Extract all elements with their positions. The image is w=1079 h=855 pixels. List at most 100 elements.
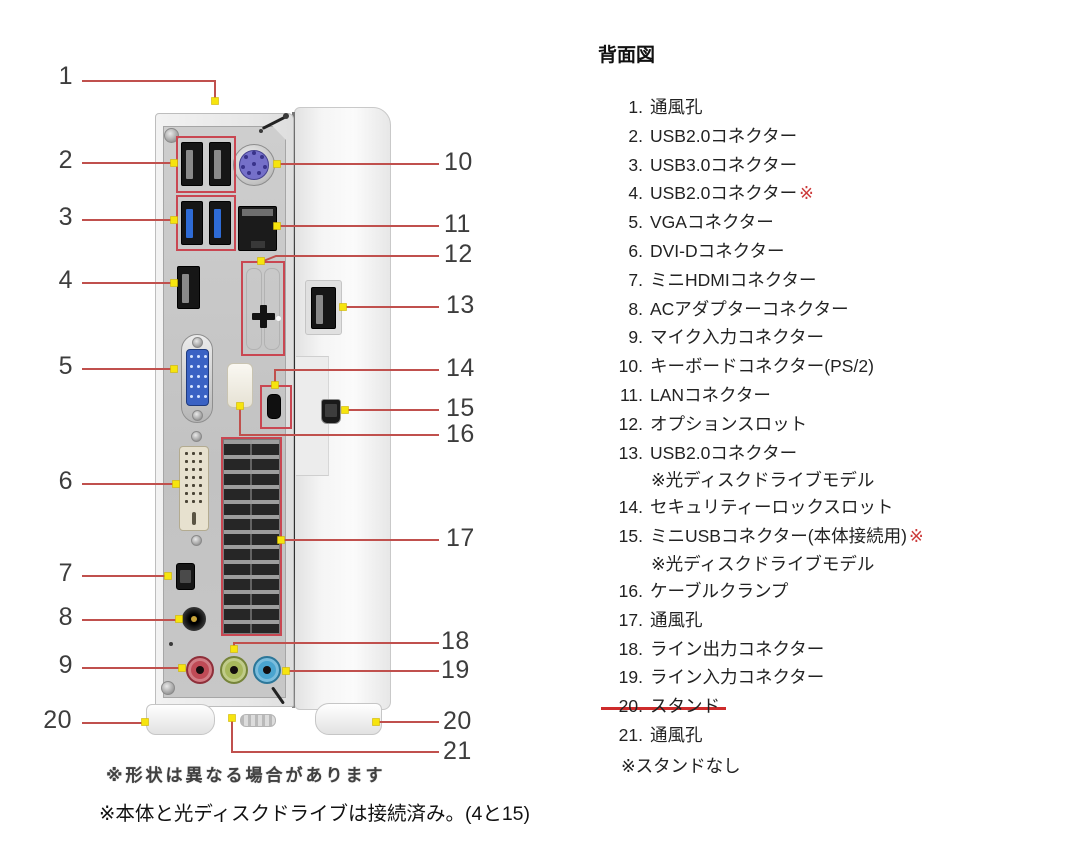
dvi-blade-slot: [192, 512, 196, 525]
legend-item: 3. USB3.0コネクター: [607, 151, 1072, 180]
legend-item-label: ミニUSBコネクター(本体接続用): [650, 526, 907, 547]
callout-number-c18: 18: [441, 627, 470, 655]
legend-item: 21.通風孔: [607, 721, 1072, 750]
legend-item: 4. USB2.0コネクター※: [607, 179, 1072, 208]
vga-screw-top: [192, 337, 203, 348]
legend-item-label: スタンド: [650, 696, 720, 717]
callout-number-c20r: 20: [443, 707, 472, 735]
legend-item-label: ライン出力コネクター: [650, 638, 825, 659]
line-out-hole: [230, 666, 238, 674]
legend-item-number: 20.: [618, 696, 643, 717]
dvi-pins: [185, 452, 188, 455]
callout-number-c16: 16: [446, 420, 475, 448]
callout-number-c11: 11: [444, 210, 471, 238]
option-slot-dot: [276, 316, 281, 321]
connection-note: ※本体と光ディスクドライブは接続済み。(4と15): [99, 803, 530, 825]
vga-connector: [186, 349, 209, 406]
legend-list: 1.通風孔 2. USB2.0コネクター 3. USB3.0コネクター 4. USB2.0コ…: [601, 93, 1072, 781]
callout-number-c7: 7: [58, 559, 73, 587]
legend-item: 19. ライン入力コネクター: [607, 663, 1072, 692]
legend-item: 12.オプションスロット: [607, 410, 1072, 439]
screw-top-left: [164, 128, 179, 143]
legend-item-label: ライン入力コネクター: [650, 667, 825, 688]
red-asterisk: ※: [799, 183, 814, 204]
callout-number-c14: 14: [446, 354, 475, 382]
callout-number-c13: 13: [446, 291, 475, 319]
line-in-hole: [263, 666, 271, 674]
red-asterisk: ※: [908, 526, 924, 547]
panel-dot-1: [259, 129, 263, 133]
legend-item-number: 6.: [628, 240, 643, 261]
callout-number-c5: 5: [58, 352, 73, 380]
legend-item-number: 4.: [628, 183, 643, 204]
callout-number-c20l: 20: [43, 706, 72, 734]
legend-item-label: USB2.0コネクター: [650, 125, 798, 146]
legend-item-label: 通風孔: [650, 609, 703, 630]
legend-item: 7.ミニHDMIコネクター: [607, 266, 1072, 295]
mini-usb-inner: [325, 404, 337, 417]
legend-item-label: DVI-Dコネクター: [650, 240, 785, 261]
callout-number-c2: 2: [58, 146, 73, 174]
legend-item: 2. USB2.0コネクター: [607, 122, 1072, 151]
screw-bottom-left: [161, 681, 175, 695]
legend-item: 8. ACアダプターコネクター: [607, 295, 1072, 324]
bottom-vent: [240, 714, 276, 727]
legend-item-number: 10.: [618, 356, 643, 377]
lan-port: [238, 206, 277, 251]
security-lock-slot: [267, 394, 281, 419]
ps2-pins: [252, 162, 256, 166]
callout-number-c15: 15: [446, 394, 475, 422]
legend-item-number: 3.: [628, 154, 643, 175]
legend-item-label: USB2.0コネクター: [650, 442, 798, 463]
legend-item-number: 11.: [619, 384, 643, 405]
legend-item-label: オプションスロット: [650, 413, 808, 434]
legend-item: 13.USB2.0コネクター※光ディスクドライブモデル: [607, 439, 1072, 494]
callout-number-c4: 4: [58, 266, 73, 294]
legend-item-number: 2.: [628, 125, 643, 146]
legend-item-label: マイク入力コネクター: [650, 327, 824, 348]
pc-rear-illustration: [146, 107, 391, 735]
mic-in-hole: [196, 666, 204, 674]
legend-item-number: 13.: [618, 442, 643, 463]
usb2-port-a: [181, 142, 203, 186]
legend-item-label: 通風孔: [650, 97, 703, 117]
legend-title: 背面図: [598, 45, 656, 66]
rod-knob: [283, 113, 289, 119]
legend-item-number: 8.: [628, 298, 643, 319]
panel-dot-2: [169, 642, 173, 646]
legend-item-label: ケーブルクランプ: [650, 580, 789, 601]
callout-number-c3: 3: [58, 203, 73, 231]
legend-item-number: 7.: [628, 269, 643, 290]
stand-foot-left: [146, 704, 215, 735]
legend-item-number: 18.: [618, 638, 643, 659]
legend-item-number: 19.: [618, 667, 643, 688]
legend-item-label: USB2.0コネクター: [650, 183, 798, 204]
legend-item: 17.通風孔: [607, 606, 1072, 635]
dvi-screw-bottom: [191, 535, 202, 546]
legend-item-label: キーボードコネクター(PS/2): [650, 356, 874, 377]
stand-foot-right: [315, 703, 382, 735]
vga-screw-bottom: [192, 410, 203, 421]
legend-item: 1.通風孔: [607, 93, 1072, 122]
mini-hdmi-inner: [180, 570, 191, 583]
callout-number-c12: 12: [444, 240, 473, 268]
legend-subnote: ※光ディスクドライブモデル: [651, 553, 875, 574]
ac-adapter-pin: [191, 616, 197, 622]
legend-item: 18. ライン出力コネクター: [607, 635, 1072, 664]
vent-grille-divider: [250, 440, 252, 633]
cable-clamp: [227, 363, 253, 408]
legend-item: 14.セキュリティーロックスロット: [607, 493, 1072, 522]
legend-item-number: 15.: [618, 526, 643, 547]
callout-number-c6: 6: [58, 467, 73, 495]
legend-item-label: USB3.0コネクター: [650, 154, 798, 175]
legend-item: 9.マイク入力コネクター: [607, 323, 1072, 352]
callout-number-c17: 17: [446, 524, 475, 552]
dvi-screw-top: [191, 431, 202, 442]
legend-item-label: ACアダプターコネクター: [650, 298, 849, 319]
usb2-port-single: [177, 266, 200, 309]
legend-item: 11.LANコネクター: [607, 381, 1072, 410]
legend-footnote: ※スタンドなし: [621, 755, 741, 776]
usb2-port-optical: [311, 287, 336, 329]
callout-number-c9: 9: [58, 651, 73, 679]
